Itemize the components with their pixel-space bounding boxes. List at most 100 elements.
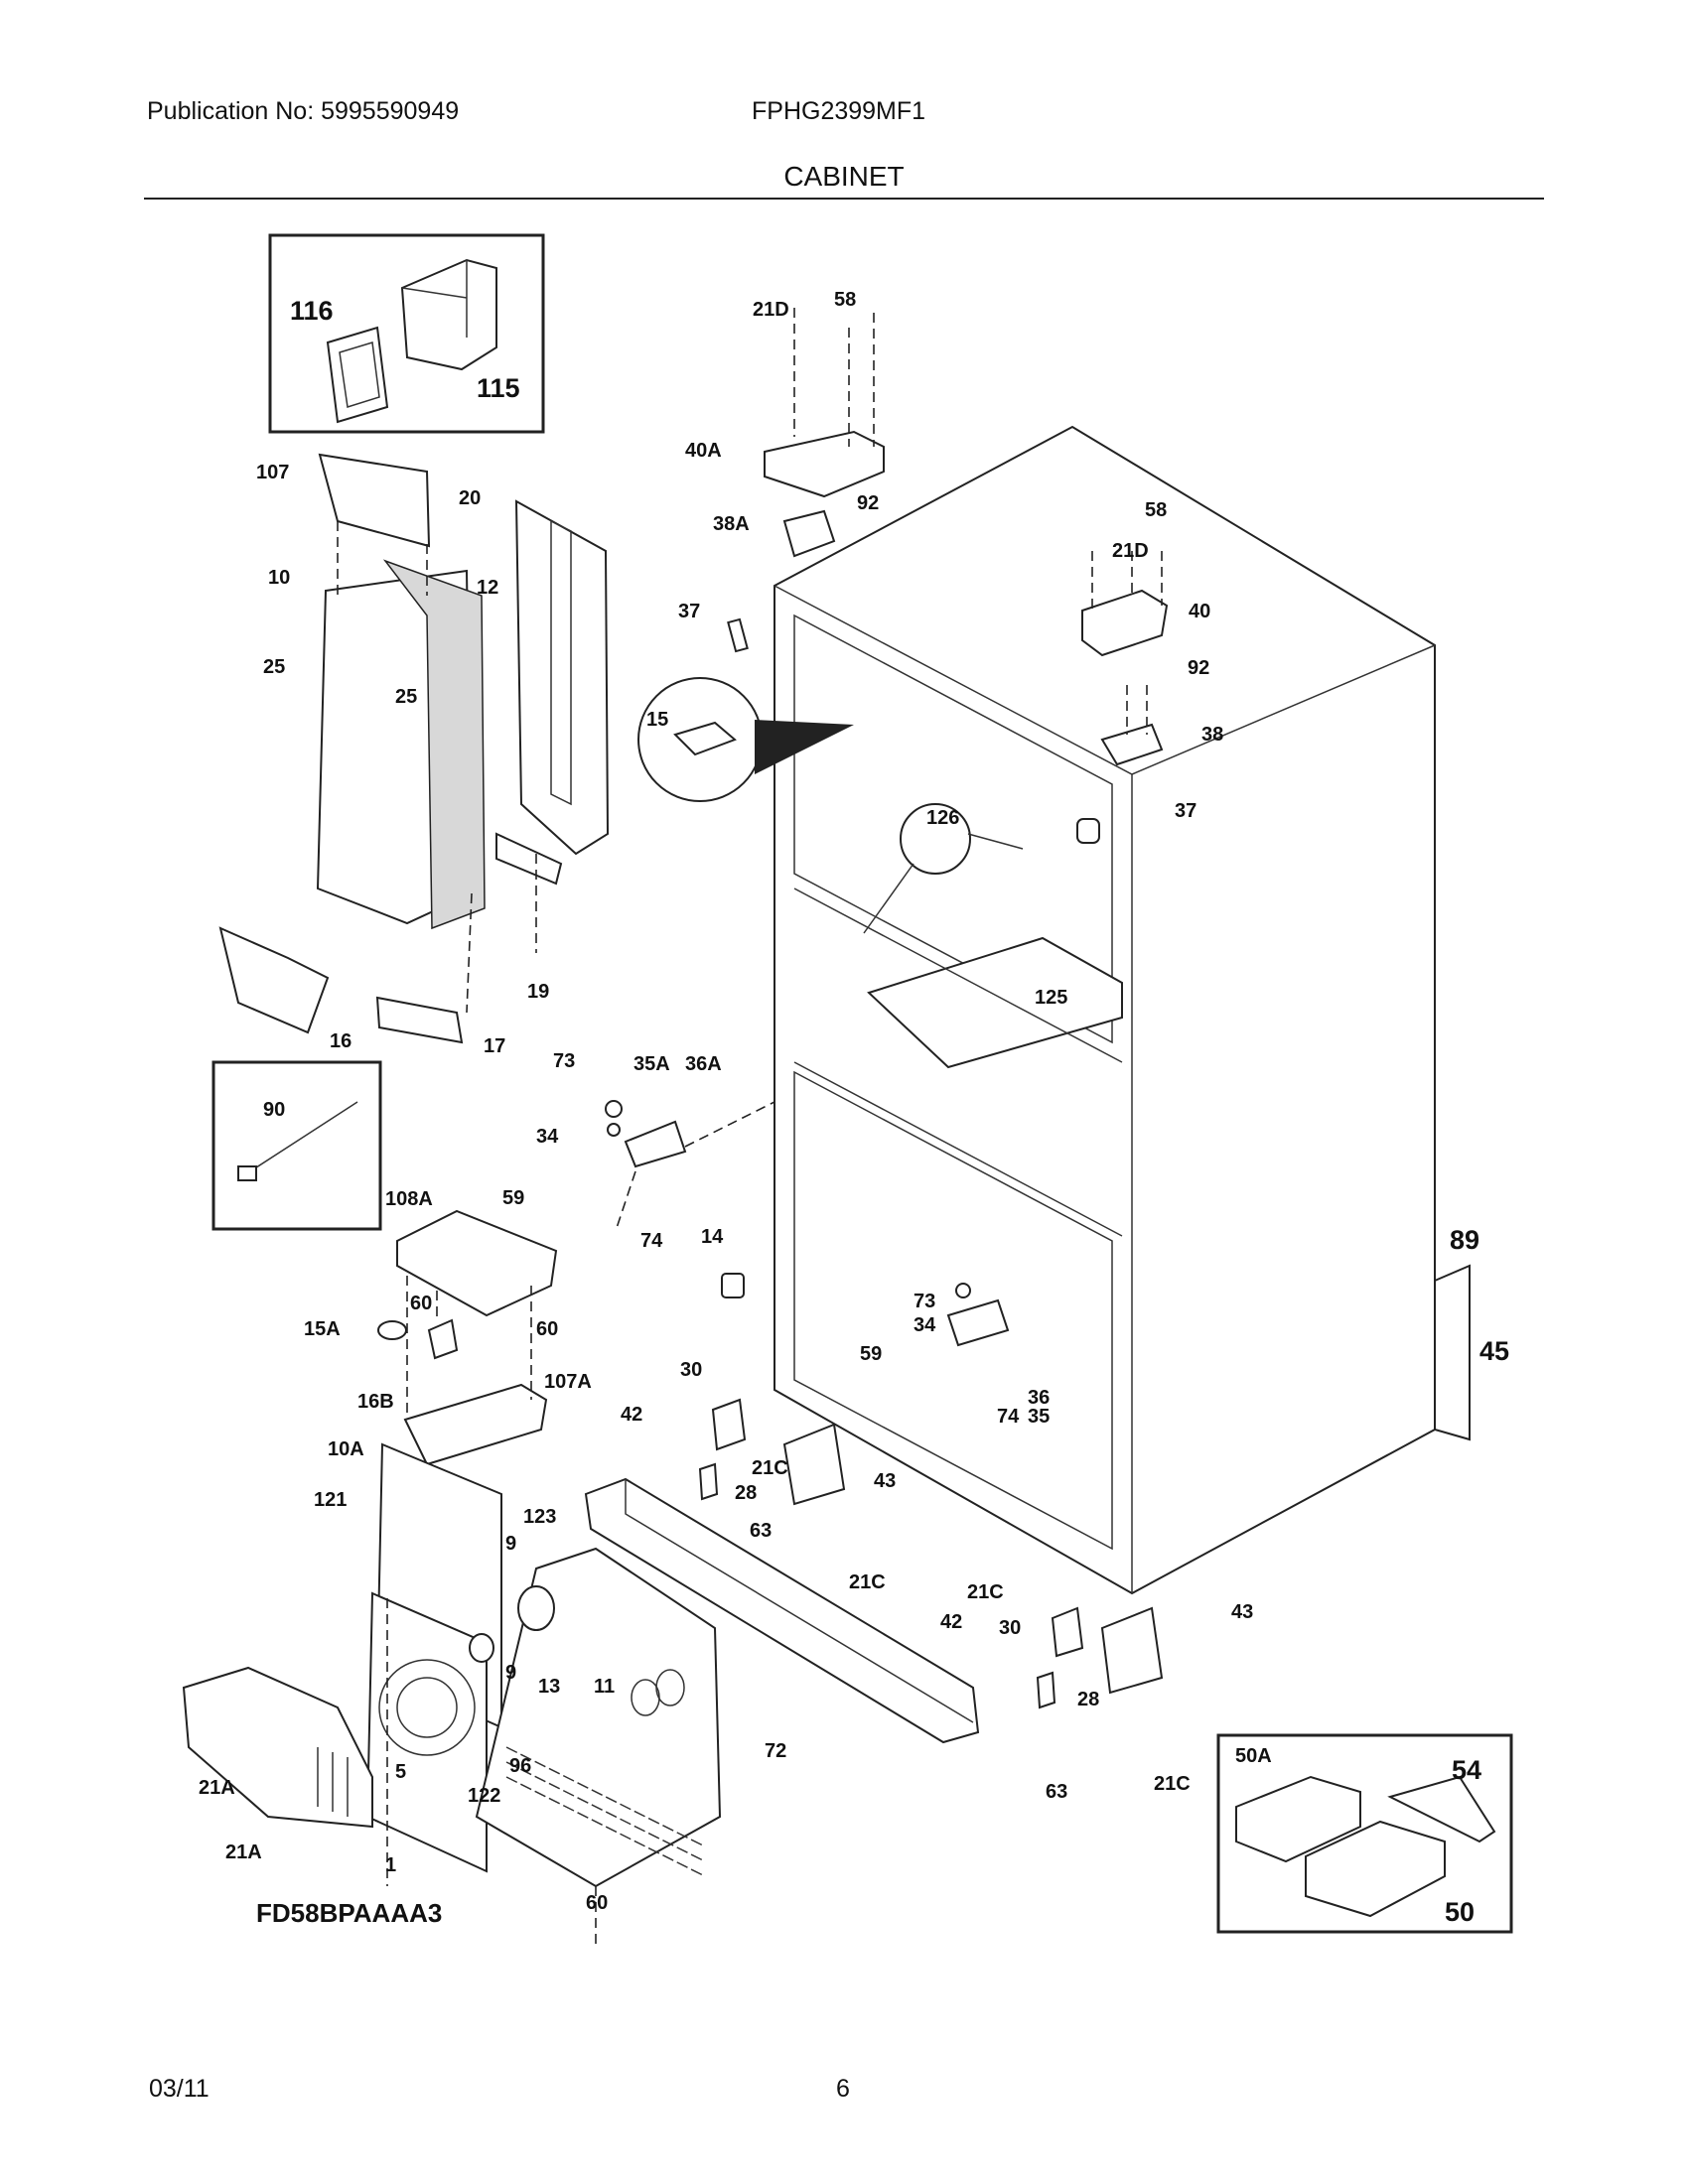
hinge-cover-40 <box>1081 589 1169 657</box>
callout-label: 35 <box>1028 1406 1050 1428</box>
switch-14 <box>721 1273 745 1298</box>
callout-label: 42 <box>940 1611 962 1633</box>
callout-label: 73 <box>914 1291 935 1312</box>
callout-label: 37 <box>678 601 700 622</box>
header-rule <box>144 198 1544 200</box>
callout-label: 11 <box>594 1676 615 1698</box>
callout-label: 36A <box>685 1053 722 1075</box>
callout-label: 40A <box>685 440 722 462</box>
bracket-30-right <box>1051 1606 1084 1658</box>
callout-label: 9 <box>505 1662 516 1684</box>
lamp-cover-107A <box>403 1383 548 1466</box>
shelf-125 <box>867 936 1123 1069</box>
bracket-19 <box>495 832 563 886</box>
callout-label: 21D <box>753 299 789 321</box>
section-title: CABINET <box>783 161 905 192</box>
callout-label: 21C <box>967 1581 1004 1603</box>
callout-label: 21C <box>1154 1773 1191 1795</box>
hinge-bracket-36A <box>624 1120 687 1168</box>
inset-box-light-housing <box>268 233 545 434</box>
callout-label: 60 <box>586 1892 608 1914</box>
callout-label: 15A <box>304 1318 341 1340</box>
callout-label: 73 <box>553 1050 575 1072</box>
callout-label: 37 <box>1175 800 1196 822</box>
hinge-cover-40A <box>764 430 885 498</box>
callout-label: 21C <box>752 1457 788 1479</box>
callout-label: 12 <box>477 577 498 599</box>
publication-date: 03/11 <box>149 2075 210 2103</box>
callout-label: 89 <box>1450 1225 1479 1255</box>
callout-label: 34 <box>536 1126 559 1148</box>
callout-label: 107A <box>544 1371 592 1393</box>
callout-label: 9 <box>505 1533 516 1555</box>
duct-side-panel <box>514 499 610 856</box>
detail-circle-126 <box>900 803 971 875</box>
hinge-bracket-36 <box>946 1298 1010 1347</box>
callout-label: 59 <box>860 1343 882 1365</box>
housing-part <box>400 258 497 371</box>
motor-9 <box>517 1585 555 1631</box>
foam-seal-part <box>382 559 486 930</box>
callout-label: 16 <box>330 1030 352 1052</box>
callout-label: 116 <box>290 296 334 326</box>
callout-label: 108A <box>385 1188 433 1210</box>
callout-label: 126 <box>926 807 959 829</box>
lens-frame-part <box>326 326 389 424</box>
callout-label: 25 <box>263 656 285 678</box>
callout-label: 125 <box>1035 987 1067 1009</box>
rear-panel-11 <box>475 1547 722 1888</box>
callout-label: 63 <box>750 1520 772 1542</box>
callout-label: 5 <box>395 1761 406 1783</box>
callout-label: 40 <box>1189 601 1210 622</box>
page-number: 6 <box>836 2075 850 2103</box>
callout-label: 10 <box>268 567 290 589</box>
callout-label: 43 <box>1231 1601 1253 1623</box>
bracket-43 <box>782 1423 846 1506</box>
callout-label: 34 <box>914 1314 936 1336</box>
callout-label: 74 <box>997 1406 1020 1428</box>
callout-label: 15 <box>646 709 668 731</box>
callout-label: 60 <box>410 1293 432 1314</box>
callout-label: 123 <box>523 1506 556 1528</box>
callout-label: 20 <box>459 487 481 509</box>
callout-label: 25 <box>395 686 417 708</box>
callout-label: 63 <box>1046 1781 1067 1803</box>
callout-label: 96 <box>509 1755 531 1777</box>
duct-cover-part <box>318 453 431 548</box>
bin-50 <box>1305 1820 1446 1918</box>
callout-label: 45 <box>1479 1336 1509 1366</box>
callout-label: 38A <box>713 513 750 535</box>
callout-label: 43 <box>874 1470 896 1492</box>
hinge-38A <box>782 509 836 558</box>
callout-label: 92 <box>857 492 879 514</box>
callout-label: 35A <box>633 1053 670 1075</box>
inset-box-bins <box>1216 1733 1513 1934</box>
deflector-16 <box>218 926 330 1034</box>
callout-label: 30 <box>999 1617 1021 1639</box>
assembly-code: FD58BPAAAA3 <box>256 1898 442 1928</box>
callout-label: 28 <box>1077 1689 1099 1710</box>
callout-label: 21C <box>849 1571 886 1593</box>
callout-label: 13 <box>538 1676 560 1698</box>
callout-label: 58 <box>834 289 856 311</box>
callout-label: 14 <box>701 1226 724 1248</box>
control-housing-108A <box>396 1209 558 1317</box>
callout-label: 74 <box>640 1230 663 1252</box>
callout-label: 28 <box>735 1482 757 1504</box>
callout-label: 60 <box>536 1318 558 1340</box>
callout-label: 59 <box>502 1187 524 1209</box>
side-panel-89 <box>1434 1264 1471 1441</box>
callout-label: 115 <box>477 373 520 403</box>
callout-label: 54 <box>1452 1755 1481 1785</box>
callout-label: 92 <box>1188 657 1209 679</box>
callout-label: 58 <box>1145 499 1167 521</box>
callout-label: 21D <box>1112 540 1149 562</box>
callout-label: 38 <box>1201 724 1223 746</box>
duct-cover-1 <box>182 1666 373 1829</box>
callout-label: 21A <box>225 1842 262 1863</box>
publication-number: Publication No: 5995590949 <box>147 97 460 125</box>
callout-label: 72 <box>765 1740 786 1762</box>
cover-54 <box>1387 1775 1496 1843</box>
callout-label: 19 <box>527 981 549 1003</box>
